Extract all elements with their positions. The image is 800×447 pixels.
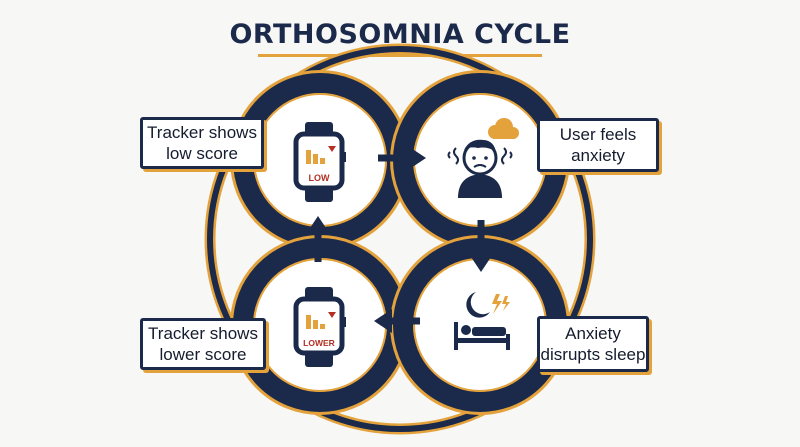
- label-tracker-low: Tracker shows low score: [140, 117, 264, 169]
- arrow-down: [469, 220, 493, 272]
- label-sleep-disrupted: Anxiety disrupts sleep: [537, 316, 649, 372]
- smartwatch-icon: LOW: [293, 122, 346, 202]
- label-tracker-lower: Tracker shows lower score: [140, 318, 266, 370]
- anxious-person-icon: [447, 118, 519, 198]
- disrupted-sleep-icon: [454, 292, 510, 350]
- watch-score-lower: LOWER: [303, 338, 335, 348]
- label-user-anxiety: User feels anxiety: [537, 118, 659, 172]
- label-line: Anxiety: [565, 324, 621, 343]
- label-line: disrupts sleep: [540, 345, 646, 364]
- label-line: lower score: [159, 345, 247, 364]
- smartwatch-icon: LOWER: [293, 287, 346, 367]
- outer-ring: [204, 43, 596, 435]
- label-line: Tracker shows: [148, 324, 258, 343]
- label-line: low score: [166, 144, 238, 163]
- arrow-right: [378, 146, 426, 170]
- label-line: Tracker shows: [147, 123, 257, 142]
- ring-bottom-right: [390, 235, 570, 415]
- storm-cloud-icon: [488, 118, 519, 139]
- title-underline: [258, 54, 542, 57]
- arrow-left: [374, 309, 420, 333]
- watch-score-low: LOW: [309, 173, 330, 183]
- label-line: User feels: [559, 125, 637, 144]
- label-line: anxiety: [571, 146, 625, 165]
- arrow-up: [306, 216, 330, 262]
